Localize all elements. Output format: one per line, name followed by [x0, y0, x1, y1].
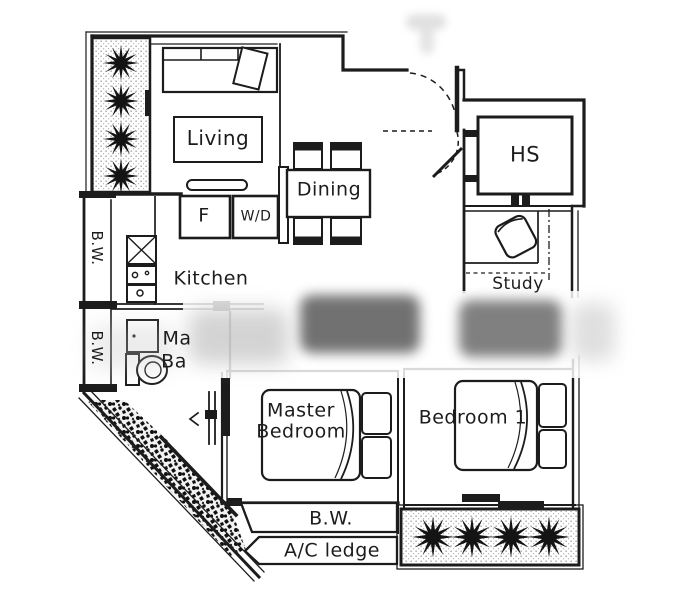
living-label-box	[173, 116, 263, 163]
label-kitchen: Kitchen	[173, 267, 249, 290]
label-bay-window-left-upper: B.W.	[88, 230, 107, 266]
planter-top-left	[90, 36, 152, 194]
label-bay-window-bottom: B.W.	[309, 507, 353, 530]
hs-room	[476, 115, 574, 196]
dining-set	[278, 142, 372, 245]
label-washer-dryer: W/D	[240, 208, 272, 225]
label-dining: Dining	[296, 178, 362, 201]
kitchen-fixtures	[126, 194, 280, 305]
label-master-bath-line2: Ba	[161, 350, 187, 373]
blur-redaction-band	[183, 291, 617, 378]
master-bed	[260, 388, 392, 482]
label-ac-ledge: A/C ledge	[284, 539, 380, 562]
blur-haze-bath	[90, 325, 175, 370]
label-living: Living	[186, 126, 250, 151]
blur-haze-right	[571, 303, 615, 361]
tv-console	[186, 179, 248, 191]
watermark-smudge-stem	[420, 26, 434, 54]
label-bedroom-1: Bedroom 1	[418, 406, 528, 429]
label-fridge: F	[198, 204, 210, 227]
label-master-bedroom-line2: Bedroom	[256, 420, 346, 442]
walls	[78, 31, 586, 582]
label-master-bedroom-line1: Master	[267, 399, 335, 422]
label-study: Study	[492, 273, 544, 294]
label-hs: HS	[509, 142, 541, 167]
blur-blob-left	[300, 295, 420, 353]
entrance-door	[383, 72, 464, 179]
planter-bottom-right	[396, 504, 584, 570]
watermark-smudge	[406, 14, 446, 30]
blur-haze-left	[189, 309, 289, 364]
bedroom1-bed	[453, 379, 567, 472]
bottom-strips	[239, 501, 399, 566]
label-master-bedroom: Master Bedroom	[256, 400, 345, 441]
blur-blob-right	[459, 300, 562, 357]
label-bay-window-left-lower: B.W.	[88, 330, 107, 366]
sofa	[161, 46, 279, 94]
label-master-bath-line1: Ma	[162, 327, 192, 350]
bathroom-fixtures	[125, 319, 168, 386]
study-desk	[464, 209, 550, 280]
study-chair	[494, 214, 538, 259]
